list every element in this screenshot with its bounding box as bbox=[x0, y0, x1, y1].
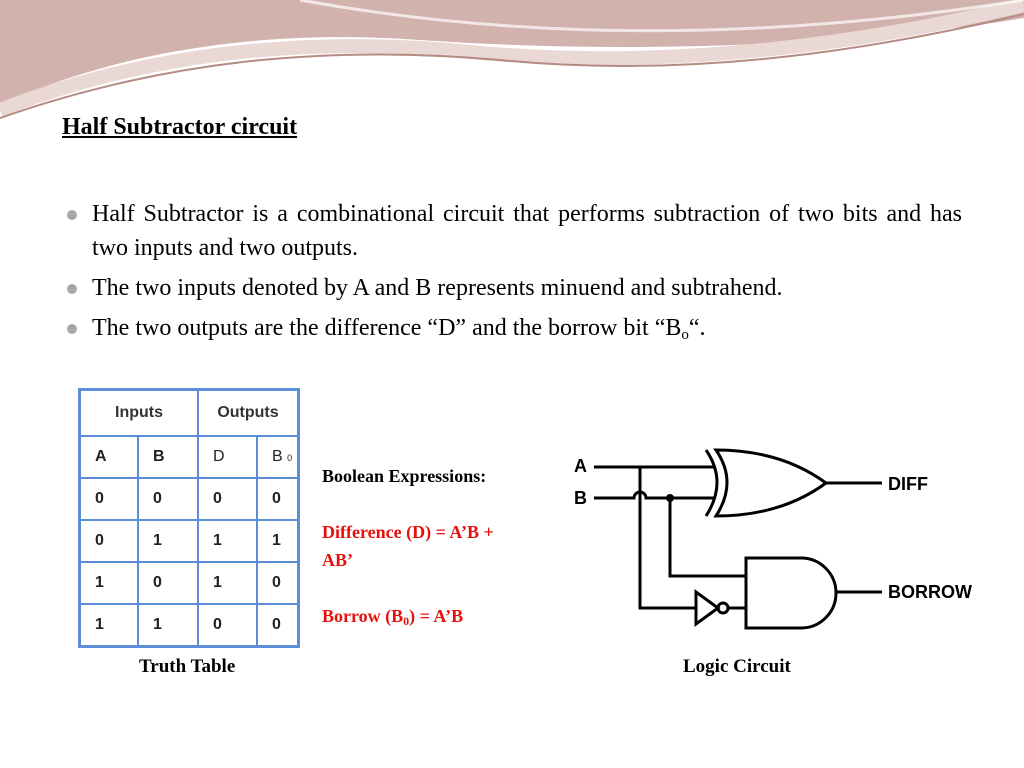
bullet-dot-icon bbox=[67, 284, 77, 294]
table-cell: 0 bbox=[256, 477, 300, 521]
input-b-label: B bbox=[574, 488, 587, 508]
table-cell: 0 bbox=[256, 603, 300, 648]
borrow-expression-sub: 0 bbox=[403, 614, 410, 628]
slide-title: Half Subtractor circuit bbox=[62, 114, 298, 140]
header-wave-decoration bbox=[0, 0, 1024, 119]
table-row: 1 0 1 0 bbox=[78, 561, 300, 605]
logic-circuit-diagram: A B DIFF BORROW bbox=[574, 448, 972, 630]
table-group-header-outputs: Outputs bbox=[197, 388, 300, 437]
table-cell: 0 bbox=[137, 477, 199, 521]
table-cell: 1 bbox=[256, 519, 300, 563]
not-gate-bubble bbox=[716, 601, 730, 615]
table-cell: 1 bbox=[197, 561, 258, 605]
column-header-bo-sub: 0 bbox=[287, 453, 293, 463]
table-cell: 1 bbox=[137, 519, 199, 563]
logic-circuit-caption: Logic Circuit bbox=[683, 656, 791, 677]
table-row: 0 0 0 0 bbox=[78, 477, 300, 521]
table-cell: 0 bbox=[197, 477, 258, 521]
bullet-item: The two inputs denoted by A and B repres… bbox=[62, 271, 962, 305]
table-cell: 0 bbox=[137, 561, 199, 605]
xor-gate-body bbox=[713, 448, 829, 518]
bullet-text-post: “. bbox=[688, 315, 706, 341]
table-cell: 0 bbox=[78, 519, 139, 563]
truth-table: Inputs Outputs A B D B 0 0 0 0 0 0 1 1 1… bbox=[78, 388, 300, 648]
column-header-b: B bbox=[137, 435, 199, 479]
table-cell: 0 bbox=[78, 477, 139, 521]
column-header-bo: B 0 bbox=[256, 435, 300, 479]
wire-b-xor bbox=[594, 490, 714, 500]
xor-gate-extra-curve bbox=[704, 449, 719, 517]
and-gate-body bbox=[744, 556, 838, 630]
bullet-dot-icon bbox=[67, 324, 77, 334]
bullet-text-pre: The two outputs are the difference “D” a… bbox=[92, 315, 682, 341]
output-diff-label: DIFF bbox=[888, 474, 928, 494]
table-cell: 1 bbox=[78, 603, 139, 648]
column-header-a: A bbox=[78, 435, 139, 479]
bullet-item: The two outputs are the difference “D” a… bbox=[62, 311, 962, 345]
bullet-text: Half Subtractor is a combinational circu… bbox=[92, 201, 962, 261]
boolean-heading: Boolean Expressions: bbox=[322, 466, 487, 486]
output-borrow-label: BORROW bbox=[888, 582, 972, 602]
borrow-expression-pre: Borrow (B bbox=[322, 606, 404, 626]
table-cell: 0 bbox=[197, 603, 258, 648]
table-cell: 1 bbox=[197, 519, 258, 563]
junction-dot bbox=[666, 494, 674, 502]
table-group-header-inputs: Inputs bbox=[78, 388, 199, 437]
column-header-bo-main: B bbox=[272, 448, 283, 465]
borrow-expression-post: ) = A’B bbox=[409, 606, 464, 626]
truth-table-caption: Truth Table bbox=[139, 656, 236, 677]
borrow-expression: Borrow (B0) = A’B bbox=[322, 602, 552, 630]
wire-a-not bbox=[638, 467, 696, 610]
bullet-list: Half Subtractor is a combinational circu… bbox=[62, 197, 962, 351]
table-row: 0 1 1 1 bbox=[78, 519, 300, 563]
input-a-label: A bbox=[574, 456, 587, 476]
bullet-item: Half Subtractor is a combinational circu… bbox=[62, 197, 962, 265]
boolean-expressions: Boolean Expressions: Difference (D) = A’… bbox=[322, 462, 552, 630]
column-header-d: D bbox=[197, 435, 258, 479]
table-cell: 1 bbox=[137, 603, 199, 648]
difference-expression-line1: Difference (D) = A’B + bbox=[322, 522, 494, 542]
table-column-headers: A B D B 0 bbox=[78, 435, 300, 479]
bullet-dot-icon bbox=[67, 210, 77, 220]
table-row: 1 1 0 0 bbox=[78, 603, 300, 648]
wire-b-and bbox=[668, 498, 746, 578]
table-cell: 1 bbox=[78, 561, 139, 605]
bullet-text-sub: o bbox=[681, 327, 689, 343]
table-cell: 0 bbox=[256, 561, 300, 605]
not-gate-body bbox=[694, 589, 721, 627]
bullet-text: The two inputs denoted by A and B repres… bbox=[92, 275, 783, 301]
difference-expression-line2: AB’ bbox=[322, 550, 353, 570]
